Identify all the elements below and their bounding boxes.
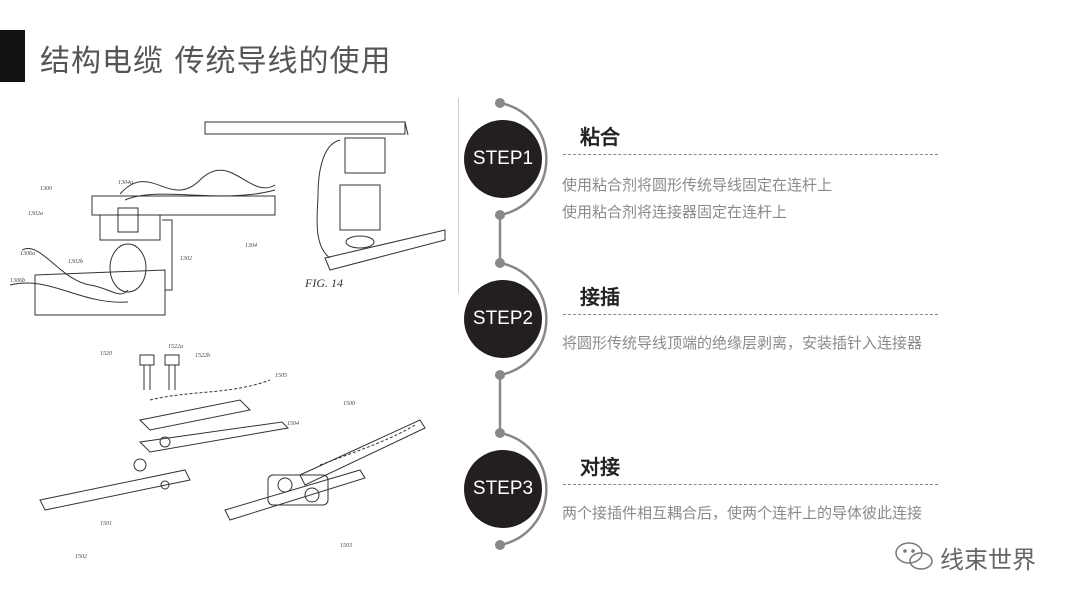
patent-drawings: 1300 1302a 1304a 1304 1302 1302b 1306a 1… [9, 121, 446, 560]
step2-description: 将圆形传统导线顶端的绝缘层剥离，安装插针入连接器 [562, 330, 922, 357]
timeline-dot [495, 370, 505, 380]
fig-label: 1306a [20, 251, 35, 257]
fig-label: 1504 [287, 420, 299, 427]
fig-label: 1300 [40, 186, 52, 192]
step3-badge: STEP3 [464, 450, 542, 528]
fig-label: 1522b [195, 353, 210, 359]
fig-label: 1503 [340, 543, 352, 549]
wechat-icon [895, 542, 933, 570]
fig-label: 1304 [245, 242, 257, 249]
fig-label: 1501 [100, 521, 112, 527]
fig-label: 1302 [180, 256, 192, 262]
fig15-drawing [39, 354, 426, 521]
step1-line: 使用粘合剂将圆形传统导线固定在连杆上 [562, 176, 833, 194]
fig-label: 1500 [343, 401, 355, 407]
timeline-dot [495, 210, 505, 220]
fig-label: 1302b [68, 259, 83, 265]
step3-heading: 对接 [580, 455, 620, 479]
timeline-arc [499, 431, 548, 547]
fig-label: 1304a [118, 179, 133, 186]
step2-heading: 接插 [580, 285, 620, 309]
timeline-dot [495, 428, 505, 438]
fig-label: 1502 [75, 554, 87, 560]
timeline-dot [495, 258, 505, 268]
step3-description: 两个接插件相互耦合后，使两个连杆上的导体彼此连接 [562, 500, 922, 527]
step3-line: 两个接插件相互耦合后，使两个连杆上的导体彼此连接 [562, 504, 923, 522]
timeline-dot [495, 540, 505, 550]
fig-label: 1302a [28, 211, 43, 217]
slide-title: 结构电缆 传统导线的使用 [40, 44, 392, 79]
fig-label: 1522a [168, 344, 183, 350]
title-accent-bar [0, 30, 25, 82]
fig14-drawing [9, 121, 446, 316]
timeline [495, 98, 548, 550]
step1-divider [563, 154, 938, 155]
figure-divider [458, 98, 459, 293]
timeline-arc [499, 261, 548, 377]
step2-line: 将圆形传统导线顶端的绝缘层剥离，安装插针入连接器 [562, 334, 923, 352]
watermark-text: 线束世界 [940, 546, 1036, 574]
step2-divider [563, 314, 938, 315]
step1-heading: 粘合 [580, 125, 620, 149]
fig-label: 1520 [100, 351, 112, 357]
step1-description: 使用粘合剂将圆形传统导线固定在连杆上 使用粘合剂将连接器固定在连杆上 [562, 172, 832, 226]
step1-badge: STEP1 [464, 120, 542, 198]
step3-divider [563, 484, 938, 485]
timeline-arc [499, 101, 548, 217]
fig14-caption: FIG. 14 [305, 276, 343, 290]
step1-line: 使用粘合剂将连接器固定在连杆上 [562, 203, 788, 221]
timeline-dot [495, 98, 505, 108]
step2-badge: STEP2 [464, 280, 542, 358]
fig-label: 1505 [275, 373, 287, 379]
fig-label: 1306b [10, 278, 25, 284]
